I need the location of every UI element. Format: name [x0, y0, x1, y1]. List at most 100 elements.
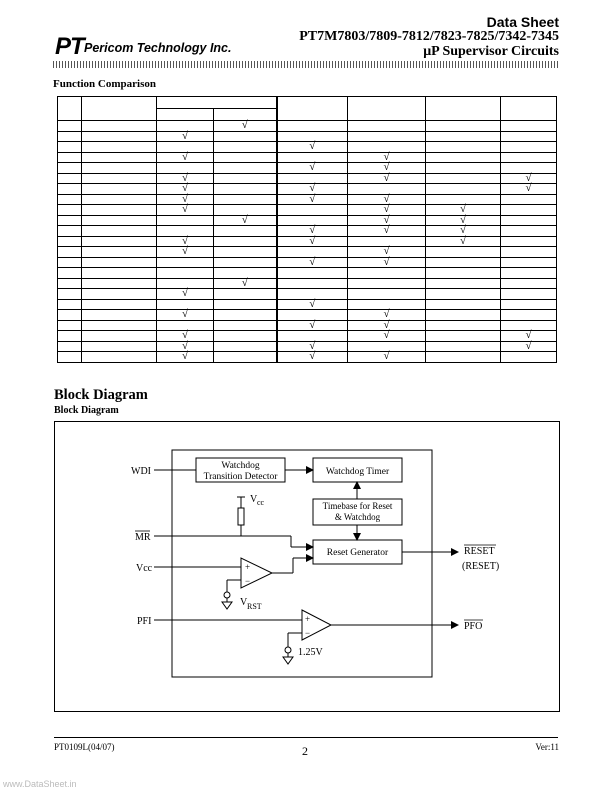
- block-diagram-section-title: Block Diagram: [54, 387, 148, 403]
- table-cell: [81, 183, 157, 194]
- pf-comp-plus: +: [305, 614, 310, 624]
- table-cell: [213, 319, 277, 331]
- table-row: √√√: [57, 340, 557, 352]
- table-cell: [81, 288, 157, 299]
- table-cell: [81, 256, 157, 268]
- table-cell: [275, 120, 348, 131]
- table-cell: [500, 319, 557, 331]
- label-reset-out-alt: (RESET): [462, 561, 499, 572]
- table-cell: [156, 141, 214, 152]
- table-cell: [500, 309, 557, 320]
- table-cell: [275, 130, 348, 142]
- table-row: √√√: [57, 172, 557, 184]
- table-cell: √: [156, 288, 214, 299]
- part-numbers: PT7M7803/7809-7812/7823-7825/7342-7345: [299, 29, 559, 44]
- table-row: √√: [57, 151, 557, 163]
- table-cell: [57, 183, 82, 194]
- table-cell: [81, 141, 157, 152]
- table-cell: [213, 330, 277, 341]
- table-cell: [500, 246, 557, 257]
- table-cell: √: [275, 236, 348, 247]
- table-cell: [500, 256, 557, 268]
- table-cell: √: [213, 215, 277, 226]
- table-cell: [57, 319, 82, 331]
- table-cell: √: [500, 330, 557, 341]
- doc-type: Data Sheet: [486, 14, 559, 30]
- table-cell: √: [156, 131, 214, 142]
- table-cell: √: [213, 278, 277, 289]
- table-cell: √: [156, 204, 214, 215]
- table-cell: [81, 235, 157, 247]
- table-cell: [156, 319, 214, 331]
- table-cell: [156, 225, 214, 236]
- table-cell: [347, 183, 426, 194]
- table-cell: [500, 214, 557, 226]
- table-cell: √: [156, 341, 214, 352]
- table-cell: [275, 330, 348, 341]
- table-cell: [156, 120, 214, 131]
- pf-comp-minus: −: [305, 628, 310, 638]
- table-cell: √: [275, 141, 348, 152]
- table-cell: √: [347, 351, 426, 363]
- table-cell: √: [156, 173, 214, 184]
- label-vrst: V: [240, 597, 248, 608]
- table-cell: √: [156, 236, 214, 247]
- table-cell: [500, 288, 557, 299]
- table-cell: [57, 193, 82, 205]
- table-row: √√√: [57, 183, 557, 194]
- logo-mark: PT: [55, 33, 85, 60]
- table-cell: √: [347, 257, 426, 268]
- table-cell: [275, 214, 348, 226]
- table-cell: [347, 277, 426, 289]
- table-cell: [425, 151, 501, 163]
- table-cell: [500, 225, 557, 236]
- table-row: √√: [57, 309, 557, 320]
- table-cell: √: [347, 194, 426, 205]
- table-cell: [57, 267, 82, 278]
- table-cell: [425, 298, 501, 310]
- table-row: √√: [57, 162, 557, 173]
- table-cell: √: [347, 309, 426, 320]
- table-cell: √: [275, 225, 348, 236]
- table-row: √√√: [57, 204, 557, 215]
- table-cell: [500, 267, 557, 278]
- table-cell: [213, 162, 277, 173]
- table-row: √√√: [57, 214, 557, 226]
- table-cell: [81, 246, 157, 257]
- table-cell: [500, 235, 557, 247]
- table-row: √: [57, 130, 557, 142]
- function-comparison-title: Function Comparison: [53, 78, 156, 90]
- table-cell: [81, 151, 157, 163]
- table-cell: [275, 277, 348, 289]
- table-cell: √: [275, 162, 348, 173]
- table-cell: [500, 151, 557, 163]
- block-diagram-figure-title: Block Diagram: [54, 405, 119, 416]
- function-comparison-table: √√√√√√√√√√√√√√√√√√√√√√√√√√√√√√√√√√√√√√√√…: [57, 96, 557, 363]
- table-cell: [213, 340, 277, 352]
- watchdog-td-label-1: Watchdog: [221, 461, 260, 471]
- doc-subtitle: μP Supervisor Circuits: [423, 44, 559, 59]
- table-row: √: [57, 120, 557, 131]
- table-header-cell: [57, 96, 82, 121]
- table-cell: [500, 120, 557, 131]
- table-cell: [81, 162, 157, 173]
- table-cell: [156, 256, 214, 268]
- label-wdi: WDI: [131, 466, 151, 477]
- watchdog-timer-label: Watchdog Timer: [326, 467, 390, 477]
- table-cell: [81, 214, 157, 226]
- table-cell: [81, 172, 157, 184]
- table-cell: [275, 151, 348, 163]
- table-cell: [81, 277, 157, 289]
- table-cell: [57, 246, 82, 257]
- table-cell: [213, 225, 277, 236]
- table-cell: [425, 120, 501, 131]
- table-cell: √: [347, 320, 426, 331]
- watermark: www.DataSheet.in: [3, 779, 77, 789]
- table-cell: [81, 225, 157, 236]
- table-row: √√√: [57, 235, 557, 247]
- table-cell: √: [275, 320, 348, 331]
- table-cell: [347, 141, 426, 152]
- table-cell: [425, 340, 501, 352]
- timebase-label-1: Timebase for Reset: [323, 501, 393, 511]
- table-row: √√: [57, 319, 557, 331]
